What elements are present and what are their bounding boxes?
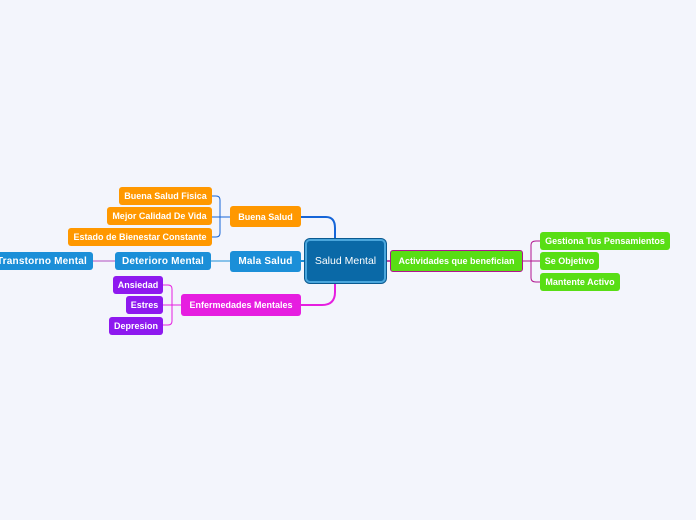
link-buena-salud-children	[212, 195, 230, 238]
node-transtorno-mental[interactable]: Transtorno Mental	[0, 252, 93, 270]
link-actividades-children	[523, 240, 540, 283]
node-se-objetivo[interactable]: Se Objetivo	[540, 252, 599, 270]
link-root-enfermedades	[301, 283, 336, 306]
node-transtorno-mental-label: Transtorno Mental	[0, 255, 87, 267]
node-ansiedad[interactable]: Ansiedad	[113, 276, 163, 294]
node-mantente-activo[interactable]: Mantente Activo	[540, 273, 620, 291]
node-estado-bienestar[interactable]: Estado de Bienestar Constante	[68, 228, 212, 246]
node-buena-salud[interactable]: Buena Salud	[230, 206, 301, 227]
node-estres[interactable]: Estres	[126, 296, 163, 314]
node-actividades-que-benefician[interactable]: Actividades que benefician	[390, 250, 523, 272]
link-root-buena-salud	[301, 216, 336, 239]
root-node[interactable]: Salud Mental	[305, 239, 386, 283]
node-enfermedades-mentales[interactable]: Enfermedades Mentales	[181, 294, 301, 316]
node-deterioro-mental[interactable]: Deterioro Mental	[115, 252, 211, 270]
link-enfermedades-children	[163, 284, 181, 326]
node-gestiona-tus-pensamientos[interactable]: Gestiona Tus Pensamientos	[540, 232, 670, 250]
node-depresion[interactable]: Depresion	[109, 317, 163, 335]
node-mala-salud[interactable]: Mala Salud	[230, 251, 301, 272]
node-buena-salud-fisica[interactable]: Buena Salud Fisica	[119, 187, 212, 205]
node-mejor-calidad-de-vida[interactable]: Mejor Calidad De Vida	[107, 207, 212, 225]
